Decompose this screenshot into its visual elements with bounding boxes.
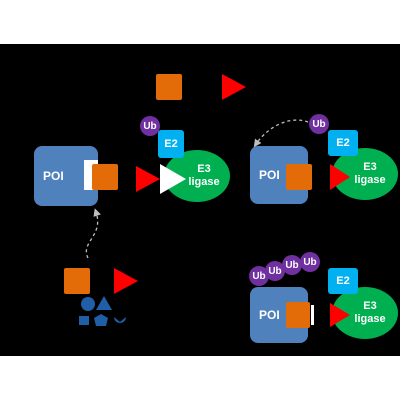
- e3-binding-site-left: [160, 164, 186, 194]
- ub-chain-2: Ub: [265, 261, 285, 281]
- e3-ligand-right: [330, 164, 350, 190]
- dashed-arrow-up: [85, 208, 101, 259]
- e3-label-line2-bottom: ligase: [354, 313, 386, 325]
- e3-label-line1-left: E3: [197, 163, 211, 175]
- poi-label-bottom: POI: [259, 308, 280, 322]
- ub-chain-3-label: Ub: [285, 259, 299, 271]
- e3-label-line1-bottom: E3: [363, 300, 377, 312]
- dashed-arrow-curve: [253, 119, 309, 148]
- e2-box-left: E2: [158, 130, 184, 158]
- ub-label-right: Ub: [312, 118, 326, 130]
- e3-label-line1-right: E3: [363, 161, 377, 173]
- poi-label-right: POI: [259, 168, 280, 182]
- fragment-circle: [81, 297, 95, 311]
- ub-left: Ub: [140, 116, 160, 136]
- e3-label-line2-right: ligase: [354, 174, 386, 186]
- poi-ligand-top: [156, 74, 182, 100]
- fragment-pentagon: [94, 314, 108, 326]
- e2-label-right: E2: [336, 137, 350, 149]
- ub-chain-1: Ub: [249, 266, 269, 286]
- fragment-crescent: [114, 317, 126, 323]
- ub-right: Ub: [309, 114, 329, 134]
- ub-chain-4-label: Ub: [303, 256, 317, 268]
- e3-ligand-left-red: [136, 166, 160, 192]
- e3-ligand-bottom-right: [330, 303, 350, 327]
- poi-box-right: POI: [250, 146, 308, 204]
- e2-box-bottom: E2: [328, 268, 358, 294]
- poi-ligand-left: [92, 164, 118, 190]
- e2-label-bottom: E2: [336, 275, 350, 287]
- e2-box-right: E2: [328, 130, 358, 156]
- poi-ligand-bottom: [64, 268, 90, 294]
- poi-label-left: POI: [43, 169, 64, 183]
- ub-chain-1-label: Ub: [252, 270, 266, 282]
- fragment-triangle: [96, 296, 112, 310]
- ub-label-left: Ub: [143, 120, 157, 132]
- poi-ligand-bottom-right: [286, 302, 310, 328]
- fragment-square: [79, 316, 89, 325]
- e3-ligand-top: [222, 74, 246, 100]
- ub-chain-2-label: Ub: [268, 265, 282, 277]
- poi-ligand-right: [286, 164, 312, 190]
- linker-bottom-right: [311, 305, 314, 325]
- e3-ligand-bottom: [114, 268, 138, 294]
- ub-chain-3: Ub: [282, 255, 302, 275]
- e3-label-line2-left: ligase: [188, 176, 220, 188]
- e2-label-left: E2: [164, 138, 178, 150]
- ub-chain-4: Ub: [300, 252, 320, 272]
